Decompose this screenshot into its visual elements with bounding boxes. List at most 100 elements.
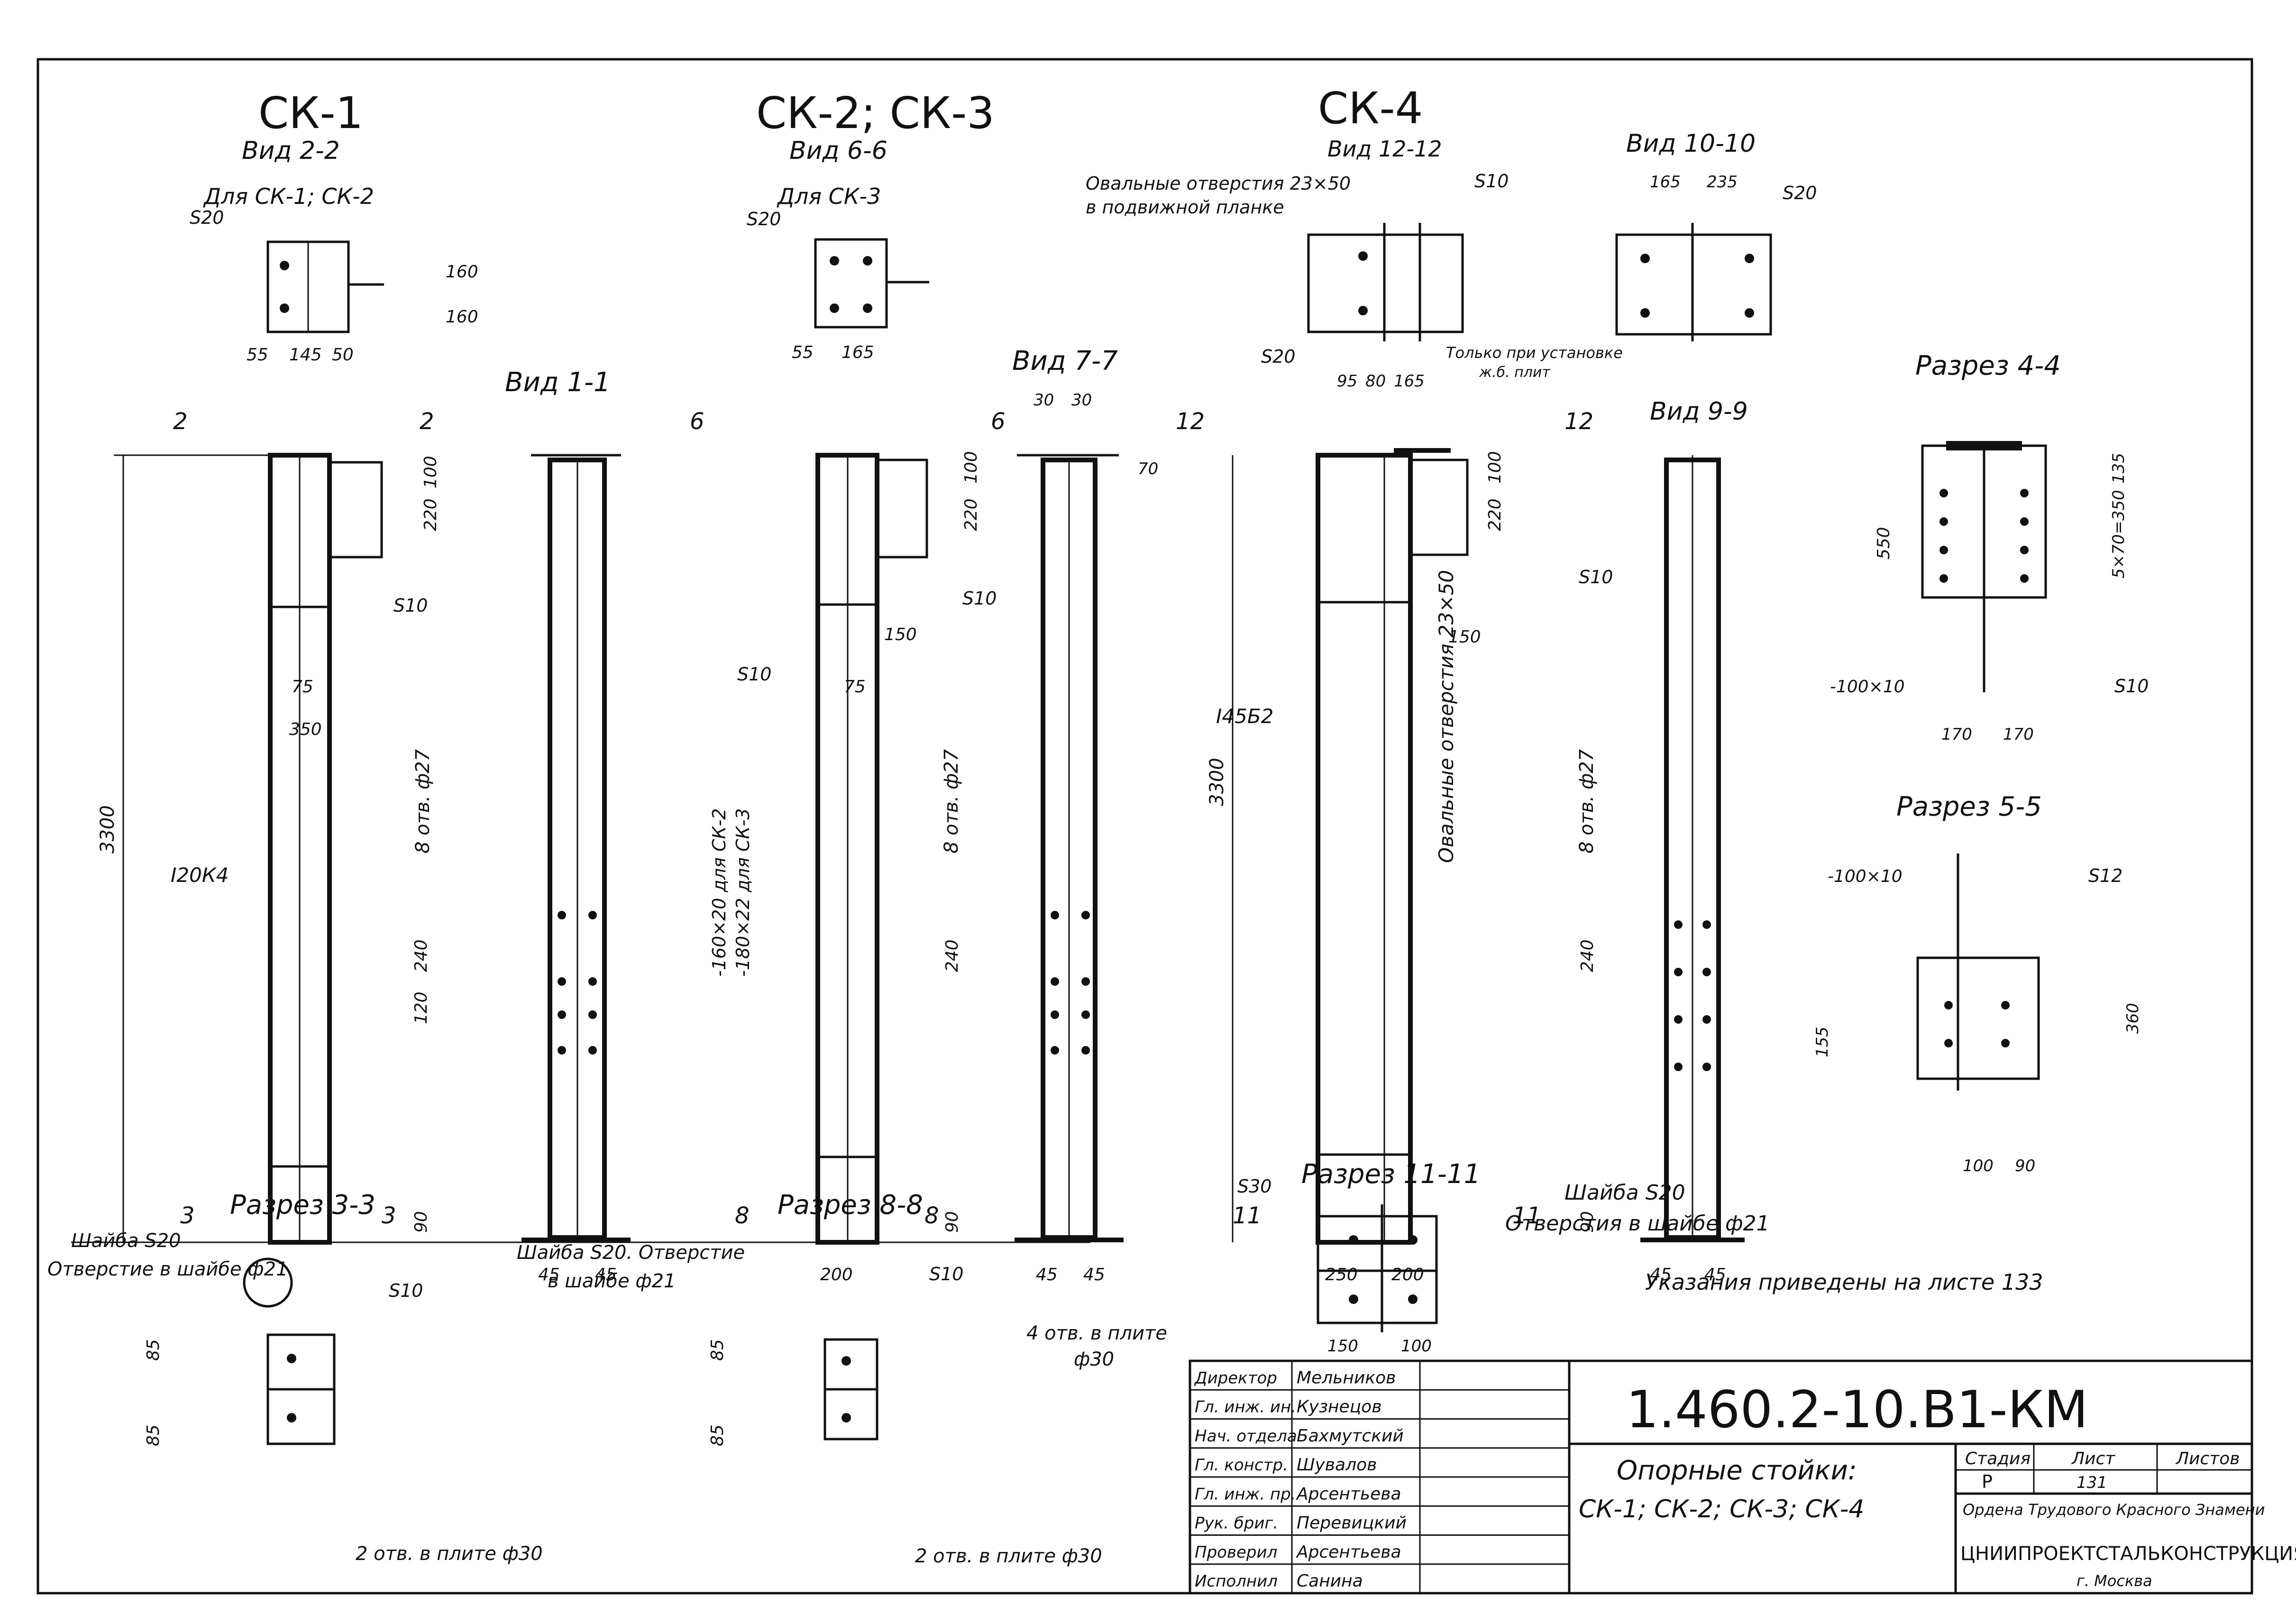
ck1-plan-s20: S20: [190, 207, 224, 228]
ck23-view77-hole: [1051, 911, 1059, 919]
section-44-hole: [2020, 546, 2029, 554]
ck1-plan-dim-55: 55: [247, 345, 268, 365]
ck4-view99-label: Вид 9-9: [1650, 397, 1748, 426]
ck1-plan-hole: [280, 261, 289, 270]
ck23-marker-8: 8: [924, 1202, 939, 1229]
section-1111-hole: [1408, 1294, 1418, 1304]
ck4-plan-s20: S20: [1261, 346, 1295, 367]
org-city: г. Москва: [2076, 1572, 2152, 1590]
ck23-dim-45: 45: [1036, 1265, 1058, 1285]
section-88-holes-4b: ф30: [1074, 1349, 1114, 1370]
ck4-profile: I45Б2: [1216, 705, 1273, 728]
section-44-strip: -100×10: [1830, 677, 1905, 697]
ck23-dim-200: 200: [820, 1265, 853, 1285]
ck23-view77-hole: [1081, 911, 1090, 919]
section-55-hole: [2001, 1001, 2010, 1009]
title-block-role: Исполнил: [1195, 1572, 1278, 1591]
ck4-dim-200: 200: [1391, 1265, 1424, 1285]
ck23-view77-hole: [1081, 977, 1090, 986]
ck1-s10: S10: [393, 595, 428, 616]
ck4-dim-150: 150: [1448, 627, 1481, 647]
ck4-dim-250: 250: [1325, 1265, 1358, 1285]
ck1-dim-220: 220: [421, 498, 440, 531]
stage-header: Стадия: [1965, 1449, 2031, 1468]
title-block-role: Гл. инж. пр.: [1195, 1485, 1296, 1504]
section-55-strip: -100×10: [1828, 867, 1903, 886]
ck23-bracket: [876, 459, 928, 559]
ck23-plates2: -180×22 для СК-3: [732, 808, 753, 977]
ck23-dim-30: 30: [1034, 391, 1054, 410]
title-block-role: Гл. инж. ин.: [1195, 1398, 1296, 1417]
ck23-view77-hole: [1051, 1046, 1059, 1055]
title-block-person: Санина: [1297, 1571, 1363, 1591]
ck4-view99-dim-45b: 45: [1704, 1265, 1726, 1285]
ck23-view77-hole: [1051, 1010, 1059, 1019]
ck1-dim-240: 240: [412, 939, 431, 972]
section-44-hole: [2020, 574, 2029, 583]
ck1-group: СК-1 Вид 2-2 Для СК-1; СК-2 S20 55 145 5…: [71, 88, 1090, 1308]
ck23-plan-dim-55: 55: [792, 343, 814, 362]
stage-value: Р: [1982, 1471, 1993, 1492]
section-55-dim-100: 100: [1963, 1156, 1994, 1175]
ck23-plan-hole: [830, 303, 839, 313]
section-1111-dim-150: 150: [1327, 1337, 1358, 1356]
sheet-value: 131: [2076, 1473, 2107, 1492]
section-88-dim-85: 85: [708, 1339, 727, 1361]
section-1111-washer-hole: Отверстия в шайбе ф21: [1505, 1211, 1770, 1236]
ck4-view99-hole: [1702, 920, 1711, 929]
ck1-sub-label: Для СК-1; СК-2: [203, 184, 374, 209]
ck4-dim-165: 165: [1394, 372, 1425, 391]
ck4-view1010-dim-165: 165: [1650, 173, 1681, 192]
ck1-view11-hole: [588, 977, 597, 986]
ck4-view99-dim-45: 45: [1650, 1265, 1672, 1285]
section-44: Разрез 4-4 550 135 5×70=350 -100×10 S10 …: [1830, 350, 2149, 744]
ck4-plan-s10: S10: [1474, 171, 1509, 192]
ck4-view1010-hole: [1640, 254, 1650, 263]
title-block-role: Гл. констр.: [1195, 1456, 1288, 1475]
section-88-holes-4: 4 отв. в плите: [1026, 1322, 1167, 1344]
ck4-marker-12: 12: [1176, 408, 1205, 435]
ck23-dim-220: 220: [961, 498, 981, 531]
ck4-view99-hole: [1674, 1063, 1683, 1071]
ck4-view99-hole: [1674, 1015, 1683, 1024]
section-88-label: Разрез 8-8: [778, 1190, 923, 1220]
ck1-dim-45b: 45: [595, 1265, 617, 1285]
section-88-holes-plate: 2 отв. в плите ф30: [915, 1545, 1102, 1567]
ck4-marker-12: 12: [1564, 408, 1593, 435]
ck4-group: СК-4 Вид 12-12 Овальные отверстия 23×50 …: [1086, 83, 1817, 1285]
ck1-dim-120: 120: [412, 991, 431, 1024]
sheet-frame: [37, 58, 2253, 1595]
ck23-plan-hole: [830, 256, 839, 266]
section-44-dim-170b: 170: [2003, 725, 2034, 744]
ck4-dim-240: 240: [1578, 939, 1597, 972]
ck23-s10: S10: [737, 664, 771, 685]
section-88-hole: [842, 1413, 851, 1422]
ck23-group: СК-2; СК-3 Вид 6-6 Для СК-3 S20 55 165 S…: [690, 88, 1158, 1285]
section-1111: Разрез 11-11 S30 Шайба S20 Отверстия в ш…: [1237, 1159, 1770, 1356]
ck4-view1010-hole: [1745, 308, 1754, 318]
org-line-1: Ордена Трудового Красного Знамени: [1963, 1501, 2265, 1519]
org-line-2: ЦНИИПРОЕКТСТАЛЬКОНСТРУКЦИЯ: [1960, 1543, 2296, 1565]
ck23-dim-100: 100: [961, 451, 981, 484]
section-44-hole: [1939, 546, 1948, 554]
ck4-s10: S10: [1579, 567, 1613, 587]
ck4-view99-hole: [1702, 1063, 1711, 1071]
section-33-washer-mid2: в шайбе ф21: [548, 1270, 676, 1292]
ck1-view11-hole: [558, 911, 566, 919]
ck23-marker-6: 6: [991, 408, 1006, 435]
ck1-dim-90: 90: [412, 1211, 431, 1233]
ck23-plan-hole: [863, 256, 872, 266]
ck23-s10b: S10: [962, 588, 997, 609]
ck4-view1010-hole: [1745, 254, 1754, 263]
section-33-holes-plate: 2 отв. в плите ф30: [356, 1543, 543, 1565]
section-44-cap: [1946, 441, 2022, 450]
section-44-label: Разрез 4-4: [1915, 350, 2061, 381]
ck1-marker-2: 2: [173, 408, 188, 435]
section-88-s10: S10: [929, 1264, 963, 1285]
ck4-view1010-hole: [1640, 308, 1650, 318]
ck1-view11-hole: [558, 977, 566, 986]
title-block-role: Директор: [1194, 1368, 1277, 1387]
section-55-hole: [1944, 1039, 1953, 1047]
ck23-dim-240: 240: [942, 939, 962, 972]
